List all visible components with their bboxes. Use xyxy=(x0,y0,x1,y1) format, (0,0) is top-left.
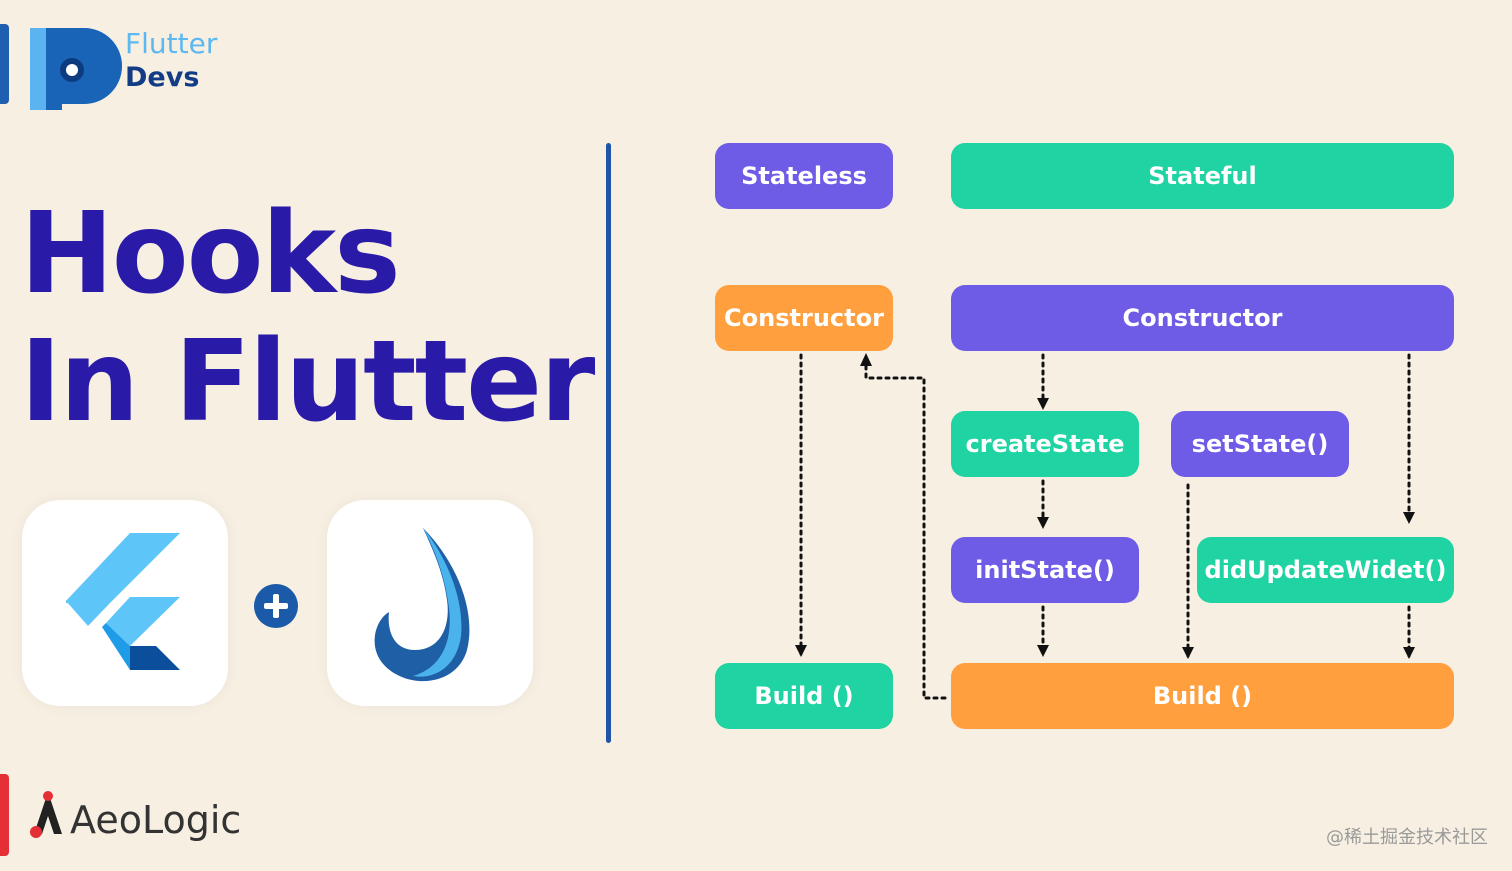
vertical-divider xyxy=(606,143,611,743)
hook-icon xyxy=(374,528,470,682)
left-accent-bar-red xyxy=(0,774,9,856)
page-title: Hooks In Flutter xyxy=(20,189,595,447)
stateless-box: Stateless xyxy=(715,143,893,209)
stateful-box: Stateful xyxy=(951,143,1454,209)
brand-line2: Devs xyxy=(125,62,200,93)
flutter-hooks-logo-tile xyxy=(327,500,533,706)
initstate-box: initState() xyxy=(951,537,1139,603)
stateless-build-box: Build () xyxy=(715,663,893,729)
didupdatewidget-box: didUpdateWidet() xyxy=(1197,537,1454,603)
stateful-constructor-box: Constructor xyxy=(951,285,1454,351)
title-line2: In Flutter xyxy=(20,317,595,447)
flutterdevs-logo-icon xyxy=(30,28,122,110)
stateful-build-box: Build () xyxy=(951,663,1454,729)
left-accent-bar xyxy=(0,24,9,104)
flutter-logo-icon xyxy=(66,533,180,670)
setstate-box: setState() xyxy=(1171,411,1349,477)
stateless-constructor-box: Constructor xyxy=(715,285,893,351)
flutter-logo-tile xyxy=(22,500,228,706)
brand-line1: Flutter xyxy=(125,27,218,60)
createstate-box: createState xyxy=(951,411,1139,477)
brand-name: Flutter Devs xyxy=(125,27,218,93)
aeologic-logo-icon xyxy=(30,791,62,838)
plus-icon xyxy=(254,584,298,628)
arrow-build-to-stateless-constructor xyxy=(864,360,947,700)
title-line1: Hooks xyxy=(20,189,401,319)
company-name: AeoLogic xyxy=(70,798,242,842)
watermark: @稀土掘金技术社区 xyxy=(1326,827,1488,848)
